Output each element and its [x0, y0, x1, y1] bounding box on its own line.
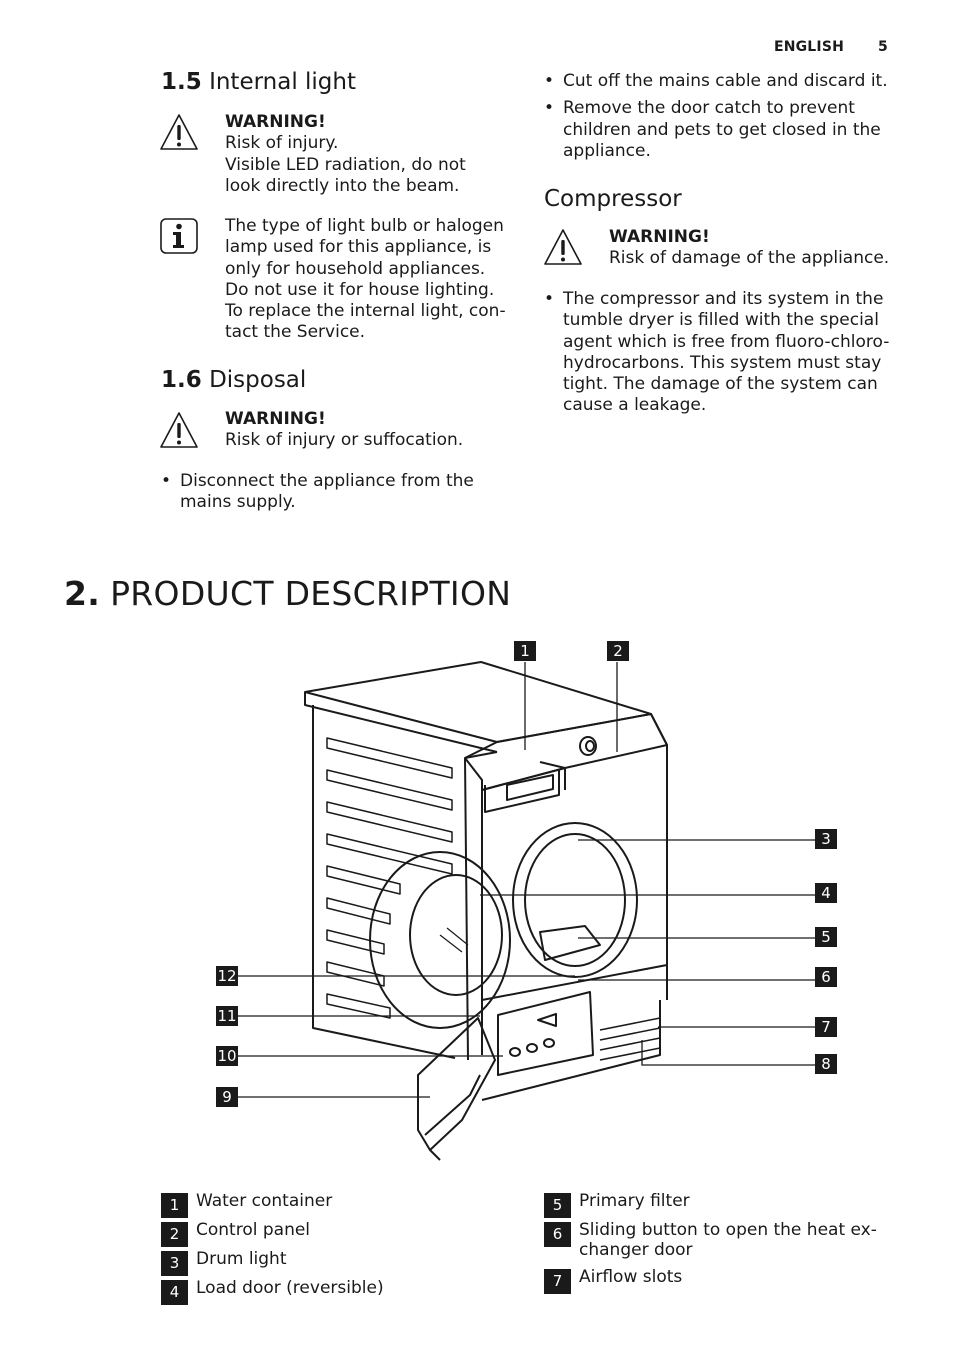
callout-4: 4 [815, 883, 837, 903]
legend-number: 6 [544, 1222, 571, 1247]
list-item-line: Remove the door catch to prevent [563, 98, 855, 119]
warning-icon [160, 114, 198, 150]
list-item: The compressor and its system in the tum… [544, 289, 904, 417]
callout-7: 7 [815, 1017, 837, 1037]
legend-label: Load door (reversible) [196, 1278, 384, 1298]
legend-label: Drum light [196, 1249, 287, 1269]
callout-10: 10 [216, 1046, 238, 1066]
section-title: Disposal [209, 367, 307, 393]
section-1-6-heading: 1.6 Disposal [161, 367, 306, 393]
legend-label: Primary filter [579, 1191, 690, 1211]
list-item-line: The compressor and its system in the [563, 289, 884, 309]
warning-block: WARNING! Risk of injury. Visible LED rad… [225, 112, 515, 197]
info-line: only for household appliances. [225, 258, 486, 279]
header-language: ENGLISH [773, 39, 845, 55]
legend-label: Sliding button to open the heat ex- chan… [579, 1220, 877, 1260]
info-line: The type of light bulb or halogen [225, 216, 504, 236]
warning-title: WARNING! [225, 112, 326, 132]
water-container-handle [506, 774, 554, 801]
list-item-line: tight. The damage of the system can [563, 374, 878, 395]
warning-line: Visible LED radiation, do not [225, 154, 466, 175]
warning-title: WARNING! [225, 409, 326, 429]
info-line: To replace the internal light, con- [225, 301, 506, 322]
list-item-line: mains supply. [180, 492, 296, 513]
disposal-bullet-list-continued: Cut off the mains cable and discard it. … [544, 71, 904, 168]
list-item-line: tumble dryer is filled with the special [563, 310, 879, 331]
heat-exchanger [497, 991, 594, 1076]
section-number: 1.6 [161, 367, 202, 393]
callout-5: 5 [815, 927, 837, 947]
section-1-5-heading: 1.5 Internal light [161, 69, 356, 95]
callout-6: 6 [815, 967, 837, 987]
callout-8: 8 [815, 1054, 837, 1074]
section-title: PRODUCT DESCRIPTION [110, 574, 512, 613]
warning-icon [544, 229, 582, 265]
heat-exchanger-door [417, 1017, 496, 1151]
list-item-line: appliance. [563, 140, 651, 161]
section-2-heading: 2.PRODUCT DESCRIPTION [64, 574, 511, 613]
warning-block: WARNING! Risk of damage of the appliance… [609, 227, 909, 270]
legend-label: Water container [196, 1191, 333, 1211]
info-icon [160, 218, 198, 254]
warning-title: WARNING! [609, 227, 710, 247]
section-number: 1.5 [161, 69, 202, 95]
page-number: 5 [878, 39, 888, 55]
warning-icon [160, 412, 198, 448]
legend-label: Control panel [196, 1220, 311, 1240]
legend-number: 3 [161, 1251, 188, 1276]
list-item-line: agent which is free from fluoro-chloro- [563, 331, 890, 352]
list-item-line: cause a leakage. [563, 395, 707, 416]
callout-1: 1 [514, 641, 536, 661]
info-line: Do not use it for house lighting. [225, 279, 495, 300]
list-item-line: hydrocarbons. This system must stay [563, 352, 882, 373]
info-block: The type of light bulb or halogen lamp u… [225, 216, 520, 344]
compressor-heading: Compressor [544, 186, 682, 212]
section-number: 2. [64, 574, 101, 613]
info-line: tact the Service. [225, 322, 366, 343]
callout-9: 9 [216, 1087, 238, 1107]
legend-number: 5 [544, 1193, 571, 1218]
warning-line: look directly into the beam. [225, 175, 460, 196]
warning-line: Risk of injury. [225, 133, 339, 154]
dryer-side-panel [312, 705, 456, 1059]
legend-number: 7 [544, 1269, 571, 1294]
legend-number: 1 [161, 1193, 188, 1218]
callout-12: 12 [216, 966, 238, 986]
drum-opening [512, 822, 638, 978]
airflow-slots [599, 1017, 661, 1061]
warning-line: Risk of damage of the appliance. [609, 248, 890, 269]
callout-2: 2 [607, 641, 629, 661]
list-item-line: Disconnect the appliance from the [180, 471, 474, 491]
section-title: Internal light [209, 69, 356, 95]
legend-number: 4 [161, 1280, 188, 1305]
legend-label: Airflow slots [579, 1267, 683, 1287]
primary-filter [539, 925, 601, 961]
info-line: lamp used for this appliance, is [225, 237, 492, 258]
page-header: ENGLISH 5 [740, 39, 888, 55]
callout-3: 3 [815, 829, 837, 849]
disposal-bullet-list: Disconnect the appliance from the mains … [161, 471, 491, 520]
compressor-bullet-list: The compressor and its system in the tum… [544, 289, 904, 423]
warning-block: WARNING! Risk of injury or suffocation. [225, 409, 515, 452]
list-item-line: Cut off the mains cable and discard it. [563, 71, 888, 91]
legend-number: 2 [161, 1222, 188, 1247]
control-knob [579, 736, 597, 756]
list-item: Disconnect the appliance from the mains … [161, 471, 491, 514]
callout-11: 11 [216, 1006, 238, 1026]
warning-line: Risk of injury or suffocation. [225, 430, 464, 451]
list-item-line: children and pets to get closed in the [563, 119, 881, 140]
dryer-top [304, 661, 652, 743]
dryer-diagram [238, 661, 815, 1161]
list-item: Cut off the mains cable and discard it. [544, 71, 904, 93]
list-item: Remove the door catch to prevent childre… [544, 98, 904, 162]
